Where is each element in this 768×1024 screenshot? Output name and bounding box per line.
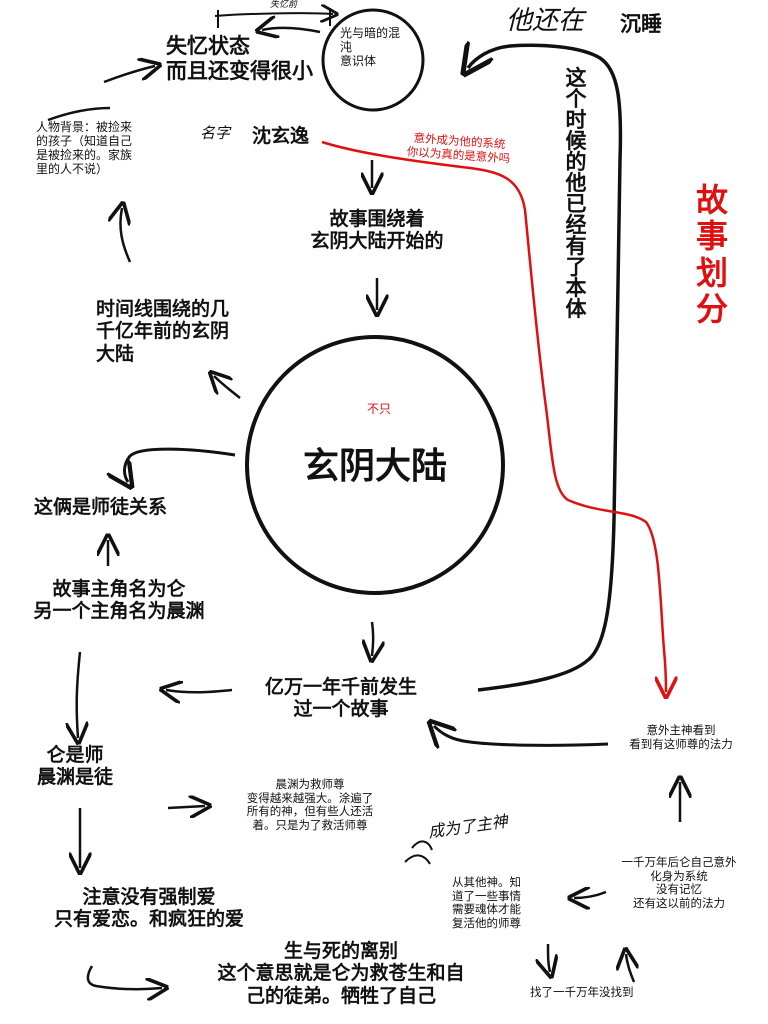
- master-disciple-text: 这俩是师徒关系: [34, 496, 168, 518]
- story-happened-text: 亿万一年千前发生 过一个故事: [264, 676, 417, 721]
- vertical-text: 这 个 时 候 的 他 已 经 有 了 本 体: [565, 66, 587, 321]
- small-circle: [321, 8, 425, 112]
- red-connector: [321, 140, 666, 692]
- arrow-to-amnesia: [103, 66, 155, 84]
- arrow-timeline: [214, 376, 241, 399]
- searched-text: 找了一千万年没找到: [530, 985, 634, 999]
- arrow-roles-right: [167, 806, 205, 808]
- arrow-tm-left: [574, 892, 607, 898]
- arrow-note-sep: [86, 965, 162, 989]
- arrow-god-to-story: [434, 726, 609, 745]
- background-text: 人物背景：被捡来 的孩子（知道自己 是被捡来的。家族 里的人不说）: [36, 120, 133, 177]
- from-gods-text: 从其他神。知 道了一些事情 需要魂体才能 复活他的师尊: [452, 875, 521, 930]
- small-circle-label: 光与暗的混 沌 意识体: [340, 26, 401, 69]
- amnesia-text: 失忆状态 而且还变得很小: [166, 34, 313, 83]
- still-sleeping-hand: 他还在: [506, 6, 585, 36]
- arrow-hook-master: [125, 447, 236, 482]
- ten-million-text: 一千万年后仑自己意外 化身为系统 没有记忆 还有这以前的法力: [621, 855, 737, 910]
- center-note: 不只: [367, 402, 392, 416]
- arrow-circle-down: [372, 621, 373, 656]
- chenyuan-growth-text: 晨渊为救师尊 变得越来越强大。涂遍了 所有的神，但有些人还活 着。只是为了救活师…: [246, 777, 374, 832]
- note-love-text: 注意没有强制爱 只有爱恋。和疯狂的爱: [53, 886, 244, 931]
- arrow-circle-to-amnesia: [262, 28, 321, 32]
- protagonists-text: 故事主角名为仑 另一个主角名为晨渊: [33, 578, 205, 623]
- annot-bracket: [217, 8, 331, 28]
- arrow-bg-top: [47, 106, 111, 122]
- center-title: 玄阴大陆: [302, 446, 447, 487]
- timeline-text: 时间线围绕的几 千亿年前的玄阴 大陆: [96, 298, 230, 365]
- arrow-big-right: [468, 45, 623, 692]
- arrow-gods-down: [548, 943, 550, 972]
- story-division: 故 事 划 分: [695, 181, 728, 329]
- still-sleeping-text: 沉睡: [620, 12, 662, 36]
- annot-arrow: [214, 13, 333, 16]
- arrow-searched-up: [626, 954, 634, 983]
- arrow-story-left: [166, 690, 233, 692]
- name-hand: 名字: [200, 124, 231, 142]
- separation-text: 生与死的离别 这个意思就是仑为救苍生和自 己的徒弟。牺牲了自己: [217, 940, 465, 1007]
- arrow-protag-down: [77, 651, 80, 738]
- arrow-bg-up: [120, 208, 130, 263]
- scribble-1: [404, 840, 433, 865]
- name-text: 沈玄逸: [252, 125, 310, 147]
- story-around-text: 故事围绕着 玄阴大陆开始的: [310, 208, 444, 253]
- god-saw-text: 意外主神看到 看到有这师尊的法力: [629, 723, 733, 751]
- small-circle-annot: 失忆前: [270, 0, 298, 10]
- roles-text: 仑是师 晨渊是徒: [36, 744, 113, 789]
- center-circle: [245, 335, 505, 595]
